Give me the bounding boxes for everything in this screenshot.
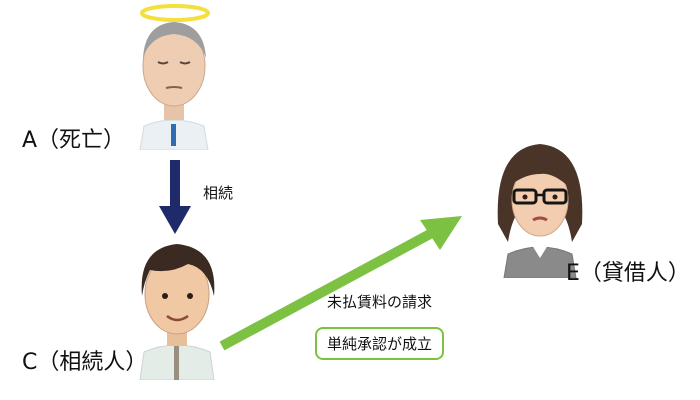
person-a-label: A（死亡） [22,128,126,153]
claim-arrow [219,216,462,351]
result-box: 単純承認が成立 [315,327,445,360]
person-a-illustration [139,4,210,150]
person-e-illustration [497,144,583,278]
inherit-arrow [159,160,191,234]
inherit-label: 相続 [203,184,234,202]
claim-label: 未払賃料の請求 [327,293,433,311]
person-c-illustration [139,244,215,380]
person-e-label: E（貸借人） [566,261,690,286]
halo-icon [140,4,210,22]
person-c-label: C（相続人） [22,350,148,375]
